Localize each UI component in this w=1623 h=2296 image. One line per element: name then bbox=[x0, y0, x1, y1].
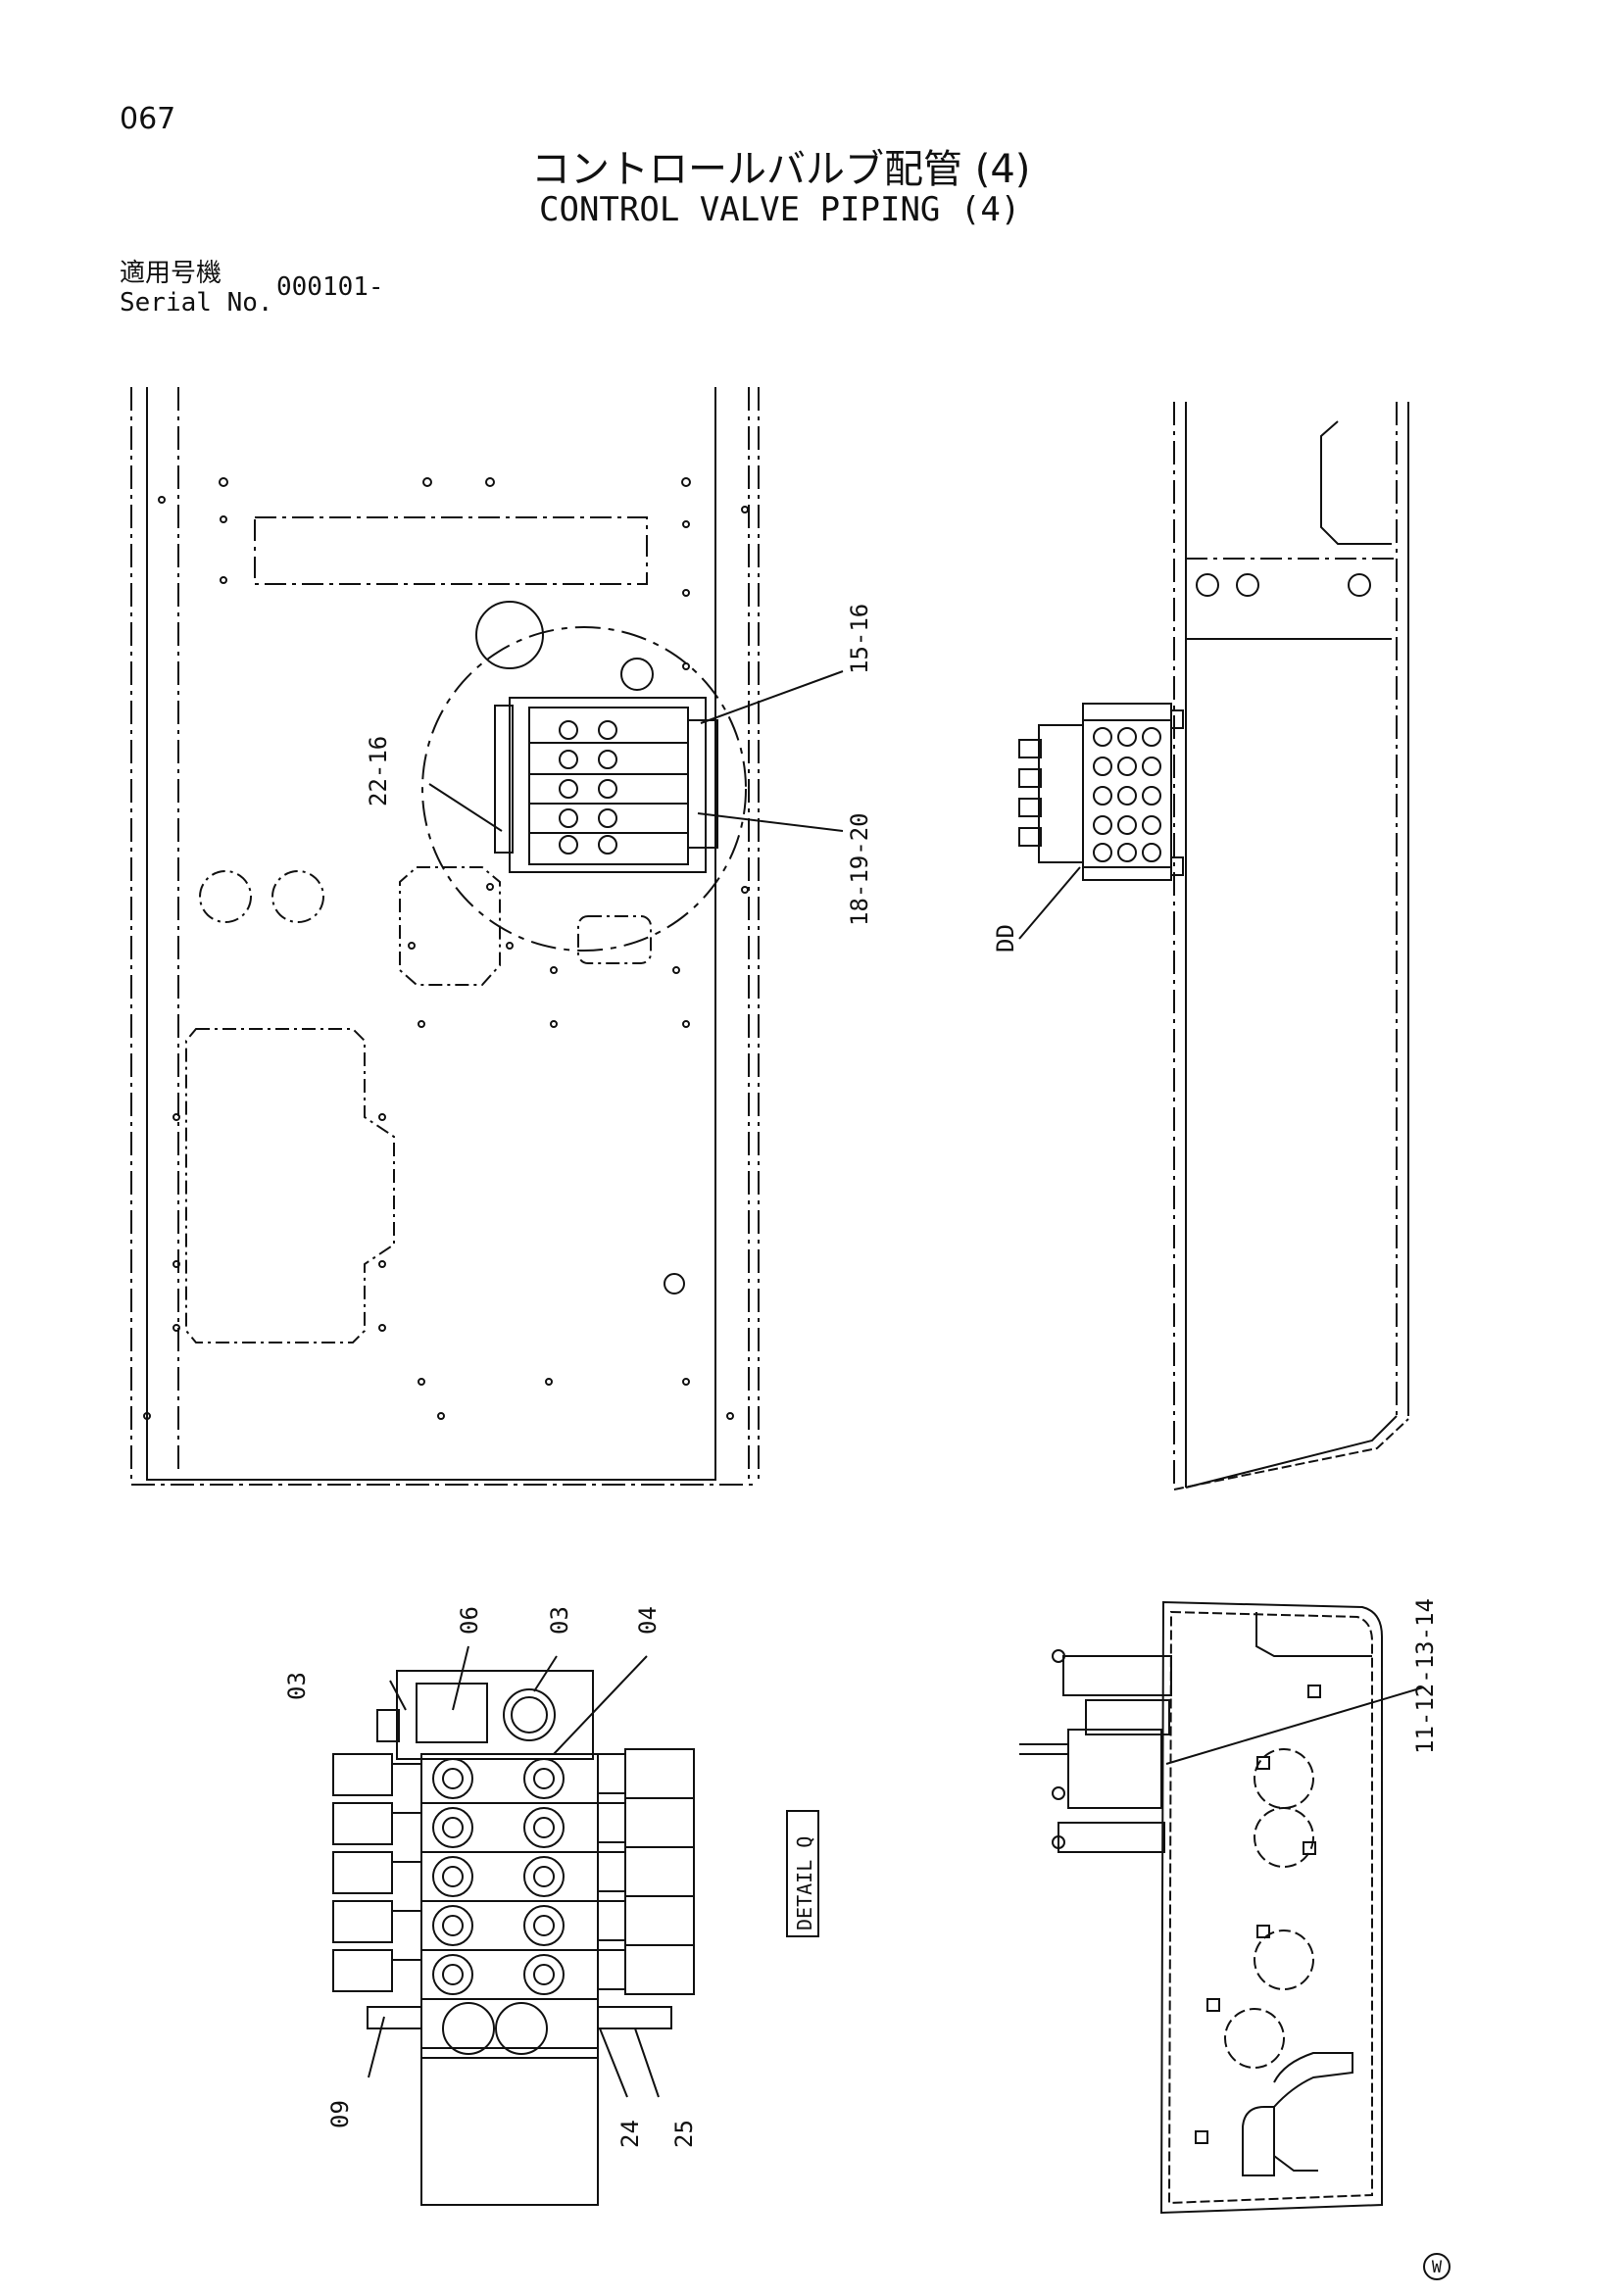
top-view-frame bbox=[130, 387, 760, 1486]
callout-dd: DD bbox=[992, 924, 1019, 953]
callout-18-19-20: 18-19-20 bbox=[846, 812, 873, 926]
callout-25: 25 bbox=[670, 2120, 698, 2148]
callout-24: 24 bbox=[616, 2120, 644, 2148]
serial-label-japanese: 適用号機 bbox=[120, 259, 222, 288]
callout-09: 09 bbox=[326, 2100, 354, 2128]
callout-04: 04 bbox=[634, 1606, 662, 1635]
page-number: 067 bbox=[120, 102, 176, 136]
detail-q-valve bbox=[332, 1670, 695, 2206]
page-title-japanese: コントロールバルブ配管 (4) bbox=[531, 147, 1031, 192]
callout-06: 06 bbox=[456, 1606, 483, 1635]
callout-22-16: 22-16 bbox=[365, 736, 392, 806]
page-title-english: CONTROL VALVE PIPING (4) bbox=[539, 190, 1021, 229]
serial-label-english: Serial No. bbox=[120, 288, 273, 318]
corner-mark: W bbox=[1432, 2258, 1443, 2277]
serial-number-value: 000101- bbox=[276, 272, 384, 302]
rear-view-frame bbox=[1019, 1600, 1383, 2215]
side-view-frame bbox=[1018, 402, 1409, 1490]
callout-03-mid: 03 bbox=[546, 1606, 573, 1635]
detail-q-label: DETAIL Q bbox=[793, 1836, 816, 1930]
callout-15-16: 15-16 bbox=[846, 604, 873, 674]
callout-11-12-13-14: 11-12-13-14 bbox=[1411, 1598, 1439, 1754]
callout-03-left: 03 bbox=[283, 1672, 311, 1700]
